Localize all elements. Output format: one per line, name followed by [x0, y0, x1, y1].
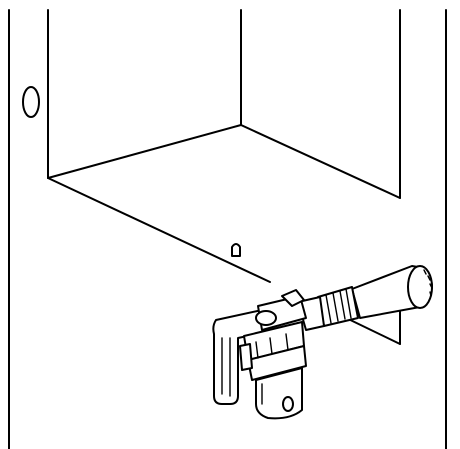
- valve-body-ribs: [255, 333, 289, 359]
- pipe-end-cap: [407, 265, 433, 309]
- valve-side-flange: [239, 343, 253, 371]
- side-hole-icon: [22, 86, 40, 118]
- pipe-coupling-rings: [325, 288, 352, 324]
- floor-back-right: [240, 124, 401, 199]
- valve-drain-plug: [282, 396, 294, 412]
- floor-back-left: [47, 124, 242, 179]
- frame-lines: [8, 9, 447, 449]
- floor-front-edge: [47, 177, 271, 283]
- pipe-cap-ribs: [423, 269, 433, 297]
- valve-body-middle: [247, 345, 307, 381]
- valve-nut: [281, 289, 305, 307]
- bottom-slot-icon: [231, 243, 241, 257]
- pipe-neck: [297, 296, 325, 331]
- cabinet-outline-icon: [47, 9, 401, 345]
- valve-assembly-icon: [212, 289, 307, 420]
- pipe-connector-icon: [297, 265, 433, 331]
- valve-handle-grip-lines: [221, 337, 231, 397]
- valve-top-knob: [255, 310, 277, 326]
